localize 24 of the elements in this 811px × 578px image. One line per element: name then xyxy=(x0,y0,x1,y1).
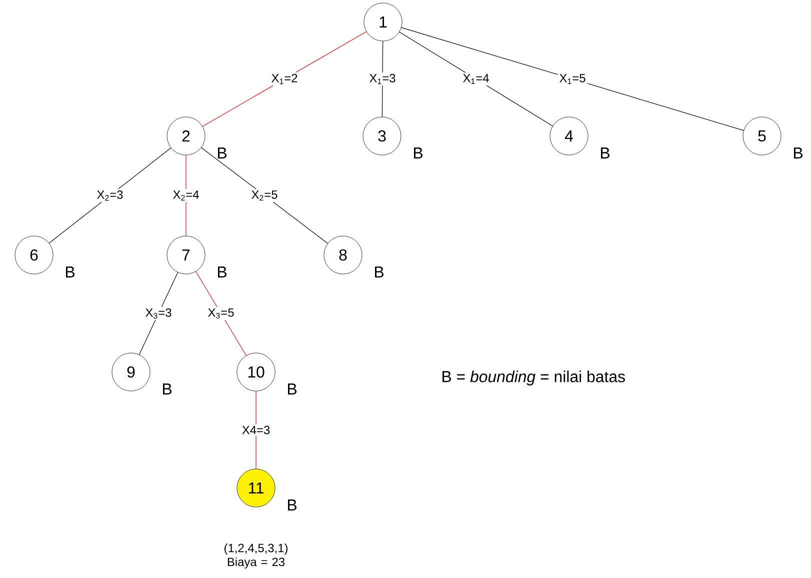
edge-label: X$_{3}$=3 xyxy=(144,306,174,320)
edge-label: X$_{2}$=5 xyxy=(250,189,280,202)
bound-mark: B xyxy=(414,148,422,158)
tree-branch xyxy=(48,148,172,244)
edge-label: X$_{1}$=4 xyxy=(461,72,491,86)
bound-mark: B xyxy=(601,148,610,158)
bound-mark: B xyxy=(218,148,226,158)
bound-mark: B xyxy=(288,384,296,394)
edge-label: X$_{1}$=2 xyxy=(270,72,300,86)
edge-label: X$_{2}$=4 xyxy=(171,189,201,202)
bound-mark: B xyxy=(794,148,802,158)
edge-label: X$_{1}$=5 xyxy=(558,72,588,86)
bound-mark: B xyxy=(218,266,226,278)
edge-label: X$_{1}$=3 xyxy=(368,72,398,86)
bound-mark: B xyxy=(163,384,172,394)
bound-mark: B xyxy=(66,266,74,278)
legend-note: B = bounding = nilai batas xyxy=(442,370,625,386)
edge-label: X$_{3}$=5 xyxy=(206,306,236,320)
edge-label: X4=3 xyxy=(240,424,272,436)
edge-label: X$_{2}$=3 xyxy=(95,188,125,202)
result-note: (1,2,4,5,3,1) Biaya = 23 xyxy=(224,543,288,569)
bound-mark: B xyxy=(288,500,296,510)
tree-branch xyxy=(401,27,744,131)
bound-mark: B xyxy=(375,266,384,278)
